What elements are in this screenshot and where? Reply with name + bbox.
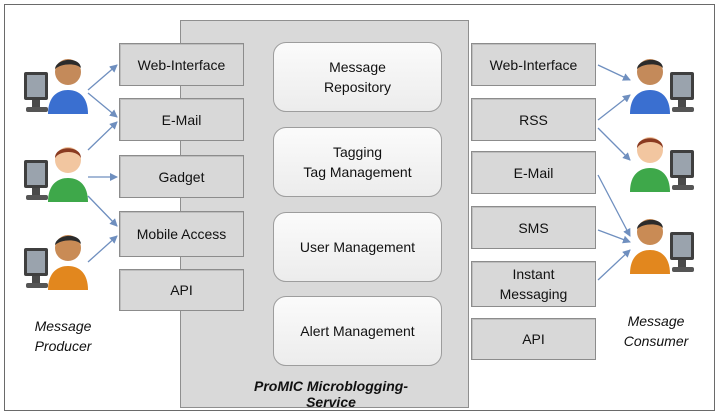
component-label: Alert Management <box>300 323 415 339</box>
right-channel-label: SMS <box>518 219 549 236</box>
left-channel-email: E-Mail <box>119 98 244 141</box>
arrow-producer3-mobile <box>87 235 118 263</box>
arrow-rss-consumer1 <box>597 94 631 121</box>
person-with-computer-icon <box>630 59 694 114</box>
arrow-rss-consumer2 <box>597 127 631 161</box>
arrow-email-consumer3 <box>597 174 631 237</box>
left-channel-api: API <box>119 269 244 311</box>
person-with-computer-icon <box>24 59 88 114</box>
right-channel-api: API <box>471 318 596 360</box>
left-channel-mobile-access: Mobile Access <box>119 211 244 257</box>
component-label: Message Repository <box>324 59 391 95</box>
right-channel-label: Web-Interface <box>489 56 578 73</box>
left-channel-label: E-Mail <box>161 111 202 128</box>
service-title: ProMIC Microblogging-Service <box>254 378 408 410</box>
component-label: User Management <box>299 239 416 255</box>
left-channel-label: Web-Interface <box>137 56 226 73</box>
right-channel-label: E-Mail <box>513 164 554 181</box>
arrow-producer1-web <box>87 64 118 91</box>
arrow-web-consumer1 <box>597 64 631 81</box>
arrow-producer2-mobile <box>87 195 118 227</box>
person-with-computer-icon <box>630 137 694 192</box>
person-with-computer-icon <box>24 235 88 290</box>
producer-label: Message Producer <box>34 318 92 354</box>
right-channel-label: API <box>522 331 545 347</box>
component-alert-management: Alert Management <box>273 296 442 366</box>
left-channel-label: API <box>170 282 193 298</box>
right-channel-sms: SMS <box>471 206 596 249</box>
arrow-producer2-email <box>87 121 118 151</box>
right-channel-web-interface: Web-Interface <box>471 43 596 86</box>
arrow-sms-consumer3 <box>597 229 631 244</box>
component-user-management: User Management <box>273 212 442 282</box>
right-channel-instant-messaging: Instant Messaging <box>471 261 596 307</box>
arrow-im-consumer3 <box>597 249 631 281</box>
left-channel-web-interface: Web-Interface <box>119 43 244 86</box>
left-channel-label: Mobile Access <box>136 226 227 242</box>
consumer-label: Message Consumer <box>623 313 689 349</box>
component-label: Tagging Tag Management <box>303 144 412 180</box>
component-message-repository: Message Repository <box>273 42 442 112</box>
component-tagging: Tagging Tag Management <box>273 127 442 197</box>
right-channel-rss: RSS <box>471 98 596 141</box>
person-with-computer-icon <box>24 147 88 202</box>
right-channel-label: Instant Messaging <box>499 266 568 302</box>
left-channel-label: Gadget <box>158 168 205 185</box>
right-channel-label: RSS <box>519 111 548 128</box>
right-channel-email: E-Mail <box>471 151 596 194</box>
arrow-producer1-email <box>87 92 118 118</box>
left-channel-gadget: Gadget <box>119 155 244 198</box>
person-with-computer-icon <box>630 219 694 274</box>
